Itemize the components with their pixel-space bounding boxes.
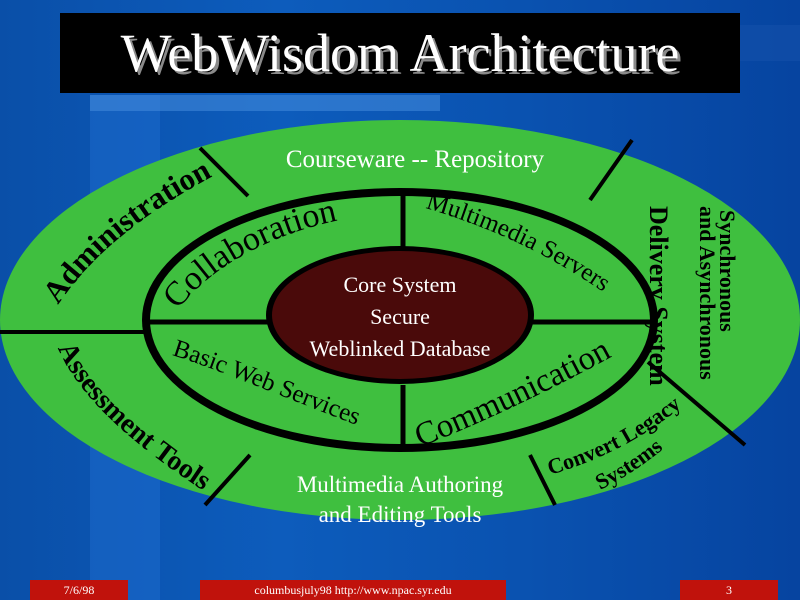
divider-right — [646, 360, 747, 447]
synchronous-group: Synchronous and Asynchronous Delivery Sy… — [644, 206, 740, 386]
slide-title: WebWisdom Architecture — [120, 23, 680, 83]
synchronous-line1: Synchronous — [715, 210, 740, 332]
outer-dividers — [0, 138, 747, 507]
courseware-label: Courseware -- Repository — [286, 146, 545, 173]
title-box: WebWisdom Architecture — [60, 13, 740, 93]
divider-bottom-left — [203, 453, 252, 507]
authoring-line2: and Editing Tools — [319, 502, 482, 527]
divider-top-left — [198, 146, 250, 198]
core-line2: Secure — [370, 304, 430, 329]
footer-source: columbusjuly98 http://www.npac.syr.edu — [200, 580, 506, 600]
background-band-top — [90, 95, 440, 111]
core-center — [272, 251, 528, 379]
inner-dividers — [150, 196, 650, 445]
delivery-label: Delivery System — [644, 206, 673, 386]
authoring-line1: Multimedia Authoring — [297, 472, 504, 497]
core-line1: Core System — [343, 272, 456, 297]
footer-page-number: 3 — [680, 580, 778, 600]
core-line3: Weblinked Database — [310, 336, 491, 361]
background-band-right — [740, 25, 800, 61]
synchronous-line2: and Asynchronous — [695, 206, 720, 380]
divider-bottom-mid — [528, 454, 557, 506]
footer-date: 7/6/98 — [30, 580, 128, 600]
divider-top-right — [588, 138, 634, 202]
